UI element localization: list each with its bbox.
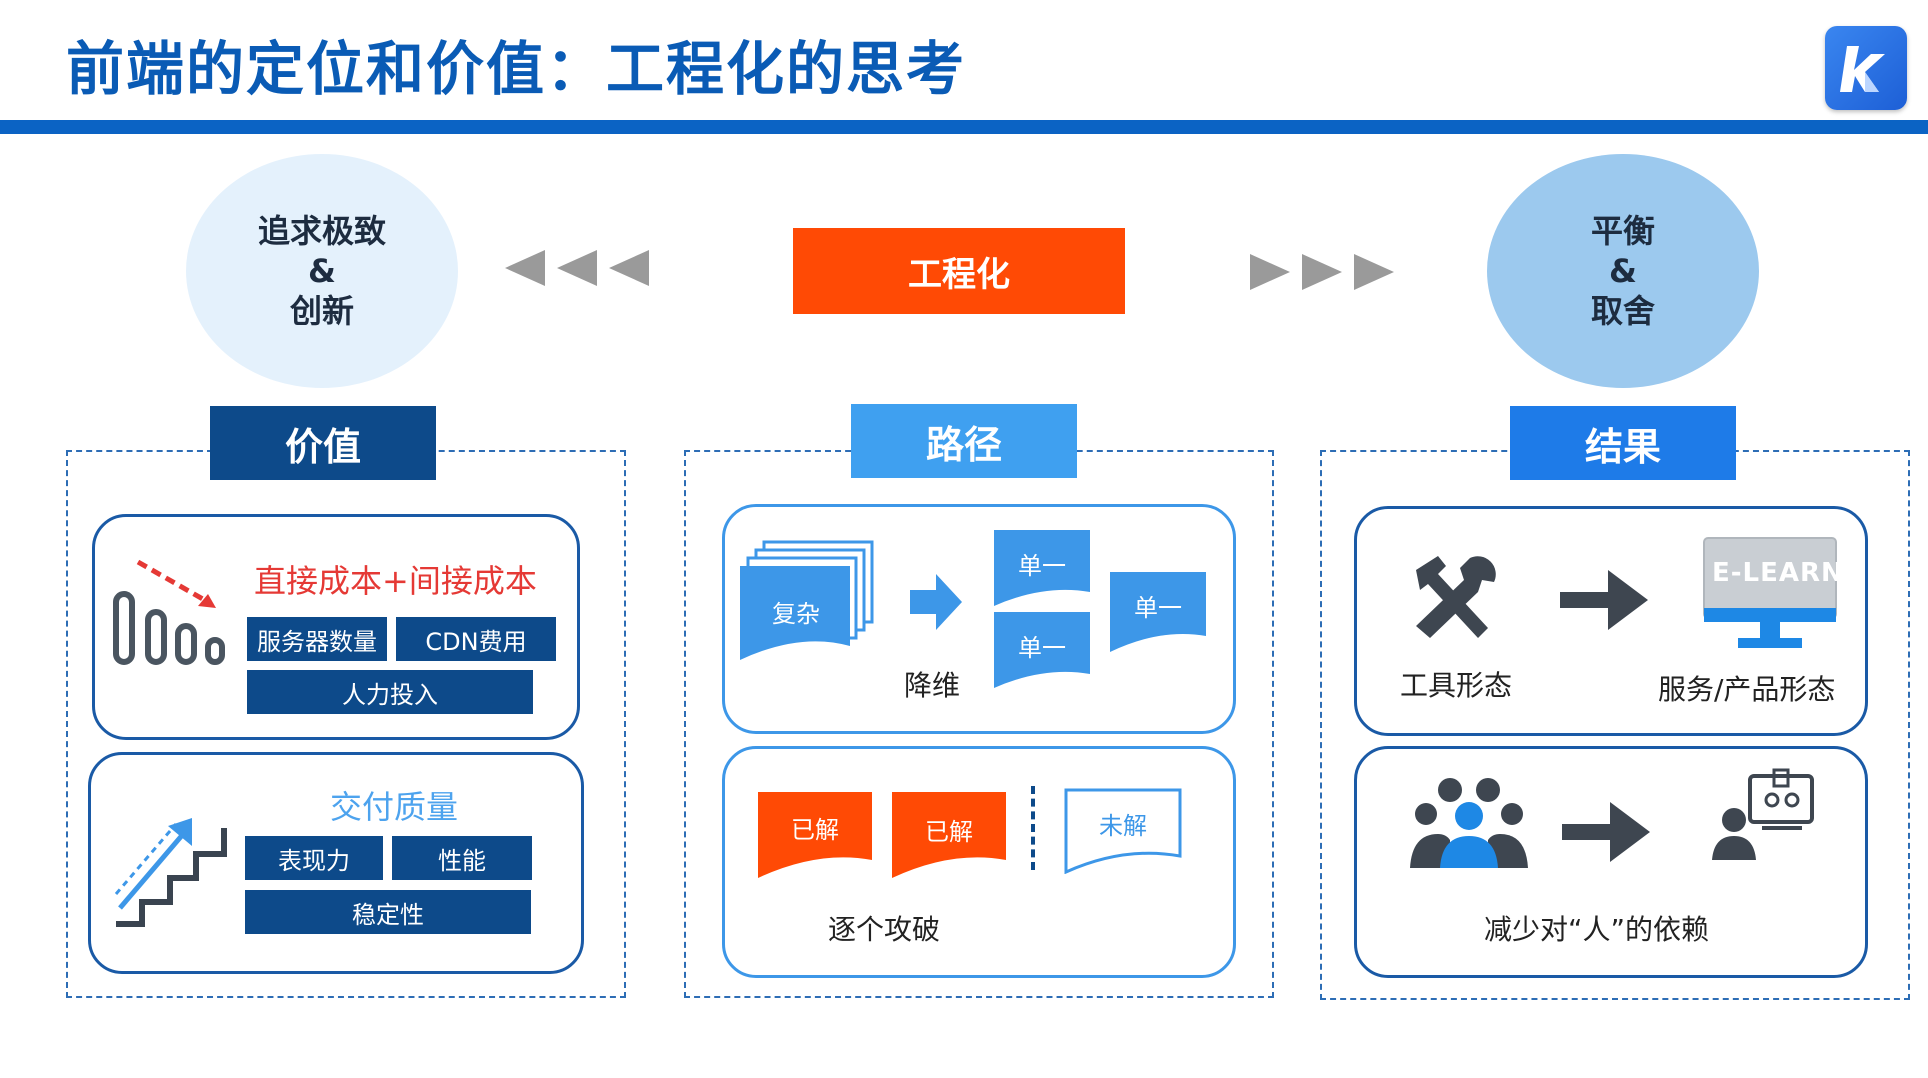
chip-stability: 稳定性 (245, 890, 531, 934)
people-caption: 减少对“人”的依赖 (1484, 913, 1710, 946)
service-form-caption: 服务/产品形态 (1658, 673, 1836, 706)
doc-solved-b-label: 已解 (925, 818, 973, 846)
conquer-card (722, 746, 1236, 978)
doc-single-a-label: 单一 (1018, 552, 1066, 580)
chip-manpower: 人力投入 (247, 670, 533, 714)
chip-expressiveness: 表现力 (245, 836, 383, 880)
right-circle-line1: 平衡 (1590, 212, 1655, 250)
doc-solved-a (758, 792, 872, 878)
right-circle-line2: & (1609, 252, 1637, 290)
cost-down-chart-icon (113, 559, 225, 665)
engineering-box: 工程化 (793, 228, 1125, 314)
left-circle-line3: 创新 (289, 292, 354, 330)
quality-title: 交付质量 (330, 788, 459, 826)
arrows-left-icon (505, 250, 649, 286)
tools-icon (1416, 556, 1496, 638)
team-icon (1410, 778, 1528, 868)
conquer-caption: 逐个攻破 (828, 913, 941, 946)
chip-cdn: CDN费用 (396, 617, 556, 661)
page-title: 前端的定位和价值：工程化的思考 (66, 35, 967, 103)
reduce-caption: 降维 (904, 669, 961, 702)
chip-performance: 性能 (392, 836, 532, 880)
doc-single-b-label: 单一 (1018, 634, 1066, 662)
left-circle-line1: 追求极致 (257, 212, 386, 250)
value-header: 价值 (210, 406, 436, 480)
right-circle: 平衡 & 取舍 (1487, 154, 1759, 388)
doc-single-b (994, 612, 1090, 688)
result-header: 结果 (1510, 406, 1736, 480)
chip-servers: 服务器数量 (247, 617, 387, 661)
left-circle: 追求极致 & 创新 (186, 154, 458, 388)
left-circle-line2: & (308, 252, 336, 290)
divider-dashed (1031, 786, 1035, 870)
doc-single-c-label: 单一 (1134, 594, 1182, 622)
cost-title: 直接成本+间接成本 (254, 562, 537, 600)
doc-complex: 复杂 (772, 600, 820, 628)
person-bot-icon (1712, 768, 1814, 860)
path-header: 路径 (851, 404, 1077, 478)
doc-single-c (1110, 572, 1206, 652)
title-underline-bar (0, 120, 1928, 134)
doc-solved-a-label: 已解 (791, 816, 839, 844)
arrow-right-icon (1560, 570, 1648, 630)
right-circle-line3: 取舍 (1590, 292, 1655, 330)
monitor-icon (1703, 537, 1837, 648)
arrows-right-icon (1250, 254, 1394, 290)
tool-form-caption: 工具形态 (1400, 669, 1513, 702)
doc-unsolved (1064, 788, 1182, 874)
arrow-right-icon (1562, 802, 1650, 862)
logo-k-icon (1825, 26, 1907, 110)
stacked-docs-icon (740, 540, 874, 660)
doc-unsolved-label: 未解 (1099, 812, 1147, 840)
doc-solved-b (892, 792, 1006, 878)
arrow-right-icon (910, 574, 962, 630)
stairs-up-icon (114, 818, 227, 927)
doc-single-a (994, 530, 1090, 606)
monitor-screen-text: E-LEARN (1712, 558, 1844, 588)
